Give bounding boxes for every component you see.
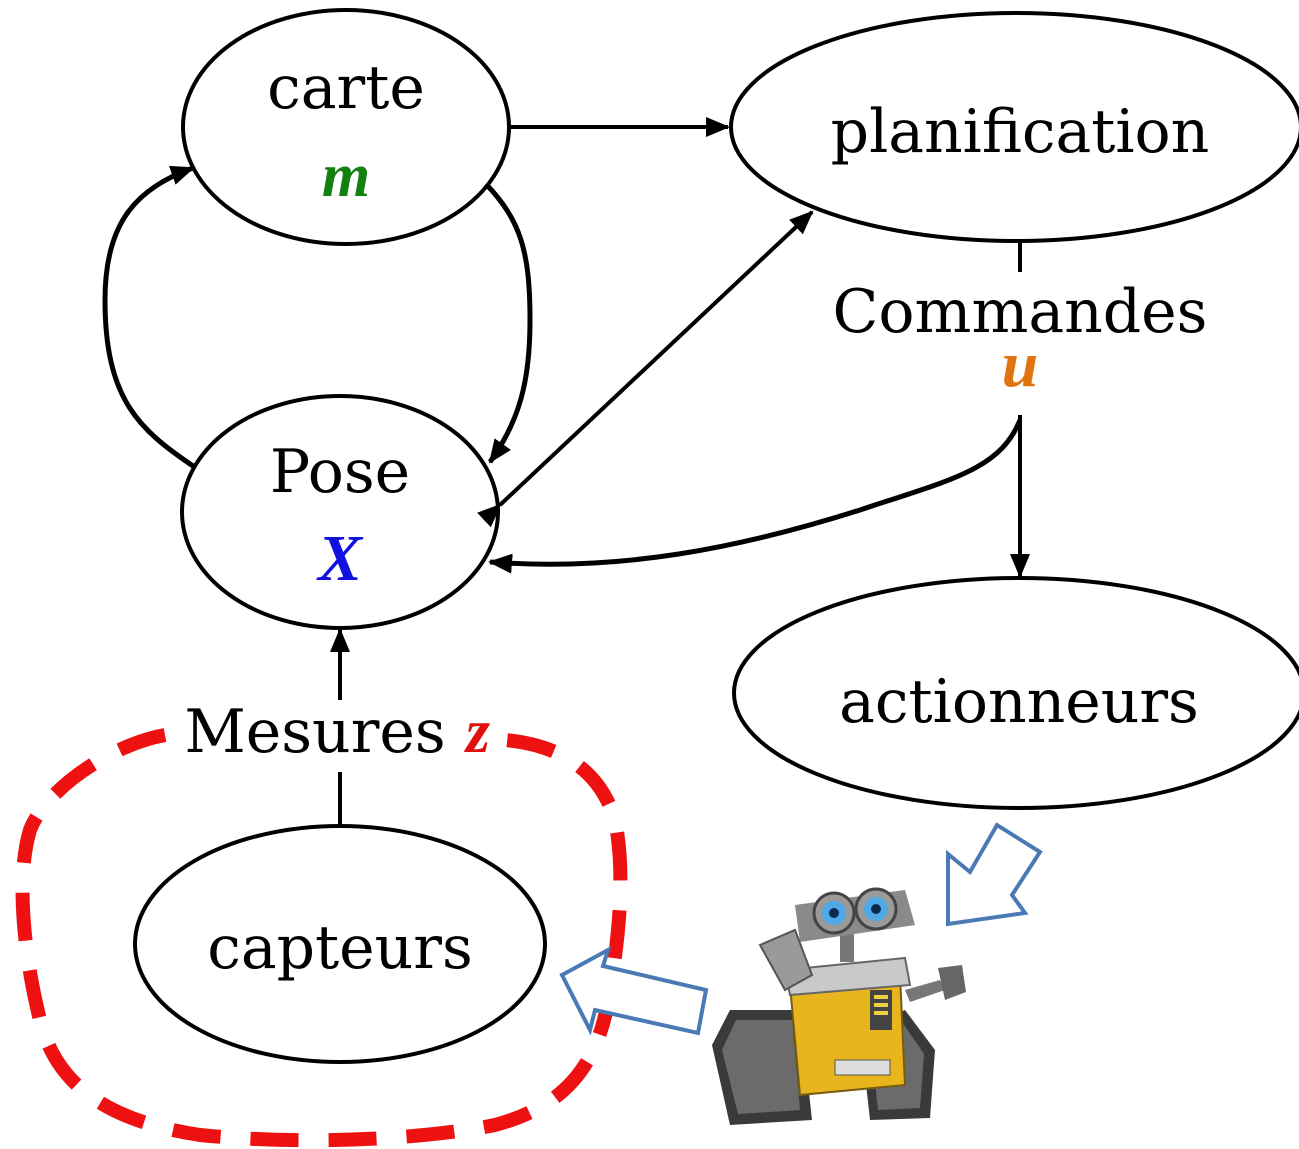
- pose-to-carte-arrow: [102, 165, 195, 469]
- carte-symbol: m: [322, 142, 370, 210]
- capteurs-node: [133, 824, 547, 1064]
- pose-symbol: X: [316, 522, 364, 595]
- actionneurs-node: [732, 576, 1299, 810]
- robot-to-actionneurs-hollow-arrow: [946, 822, 1043, 927]
- robot-to-capteurs-hollow-arrow: [559, 945, 709, 1036]
- planification-node: [729, 11, 1299, 243]
- carte-label: carte: [267, 53, 425, 123]
- capteurs-label: capteurs: [207, 913, 473, 983]
- carte-node: [181, 8, 511, 246]
- actionneurs-label: actionneurs: [839, 667, 1199, 737]
- commandes-symbol: u: [1002, 328, 1039, 401]
- wall-e-robot-icon: [712, 887, 966, 1125]
- commandes-label: Commandes: [833, 277, 1208, 347]
- carte-to-pose-arrow: [484, 182, 533, 464]
- commandes-to-pose-arrow: [488, 419, 1023, 574]
- planification-label: planification: [831, 97, 1210, 167]
- sensor-group-outline: [15, 728, 628, 1148]
- mesures-label: Mesures: [184, 697, 445, 767]
- pose-to-planification-arrow: [477, 210, 814, 528]
- pose-label: Pose: [270, 437, 410, 507]
- mesures-symbol: z: [464, 698, 490, 766]
